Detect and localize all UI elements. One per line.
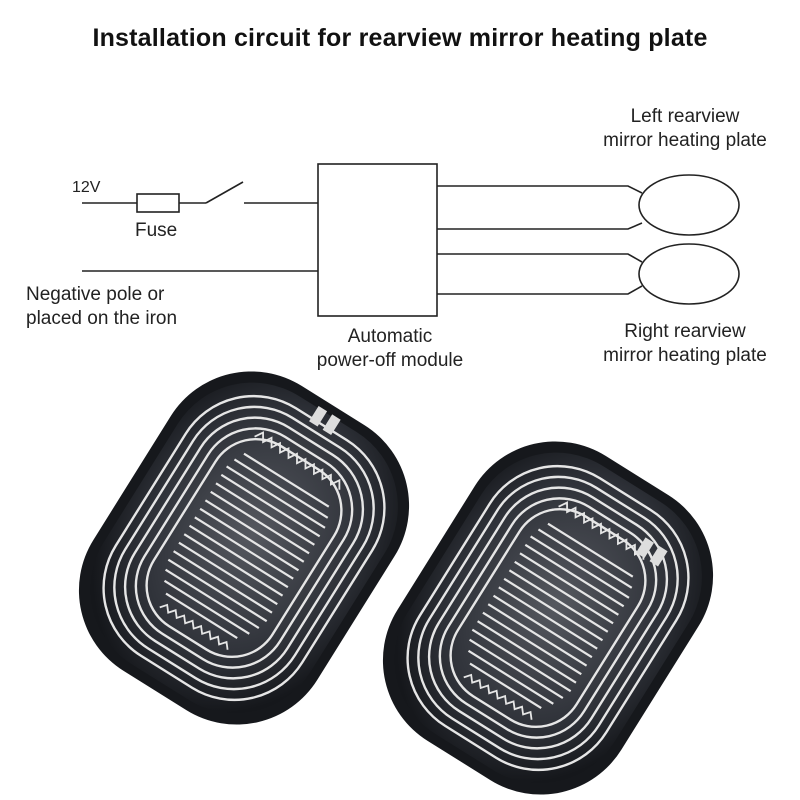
negative-pole-label-line2: placed on the iron <box>26 308 178 329</box>
right-plate-label-line1: Right rearview <box>624 321 746 342</box>
module-label-line1: Automatic <box>347 326 433 347</box>
negative-pole-label-line1: Negative pole or <box>26 284 165 305</box>
right-heating-plate-photo <box>382 441 714 795</box>
fuse-symbol <box>136 193 180 213</box>
switch-symbol <box>205 181 244 204</box>
diagram-title: Installation circuit for rearview mirror… <box>92 24 708 52</box>
fuse-label: Fuse <box>135 220 178 241</box>
right-plate-symbol <box>638 243 740 305</box>
left-plate-label-line2: mirror heating plate <box>603 130 767 151</box>
module-label-line2: power-off module <box>316 350 464 371</box>
power-off-module-box <box>317 163 438 317</box>
voltage-label: 12V <box>72 179 101 196</box>
right-plate-label-line2: mirror heating plate <box>603 345 767 366</box>
circuit-wires <box>82 163 740 317</box>
left-plate-label-line1: Left rearview <box>630 106 740 127</box>
left-plate-symbol <box>638 174 740 236</box>
left-heating-plate-photo <box>78 371 410 725</box>
